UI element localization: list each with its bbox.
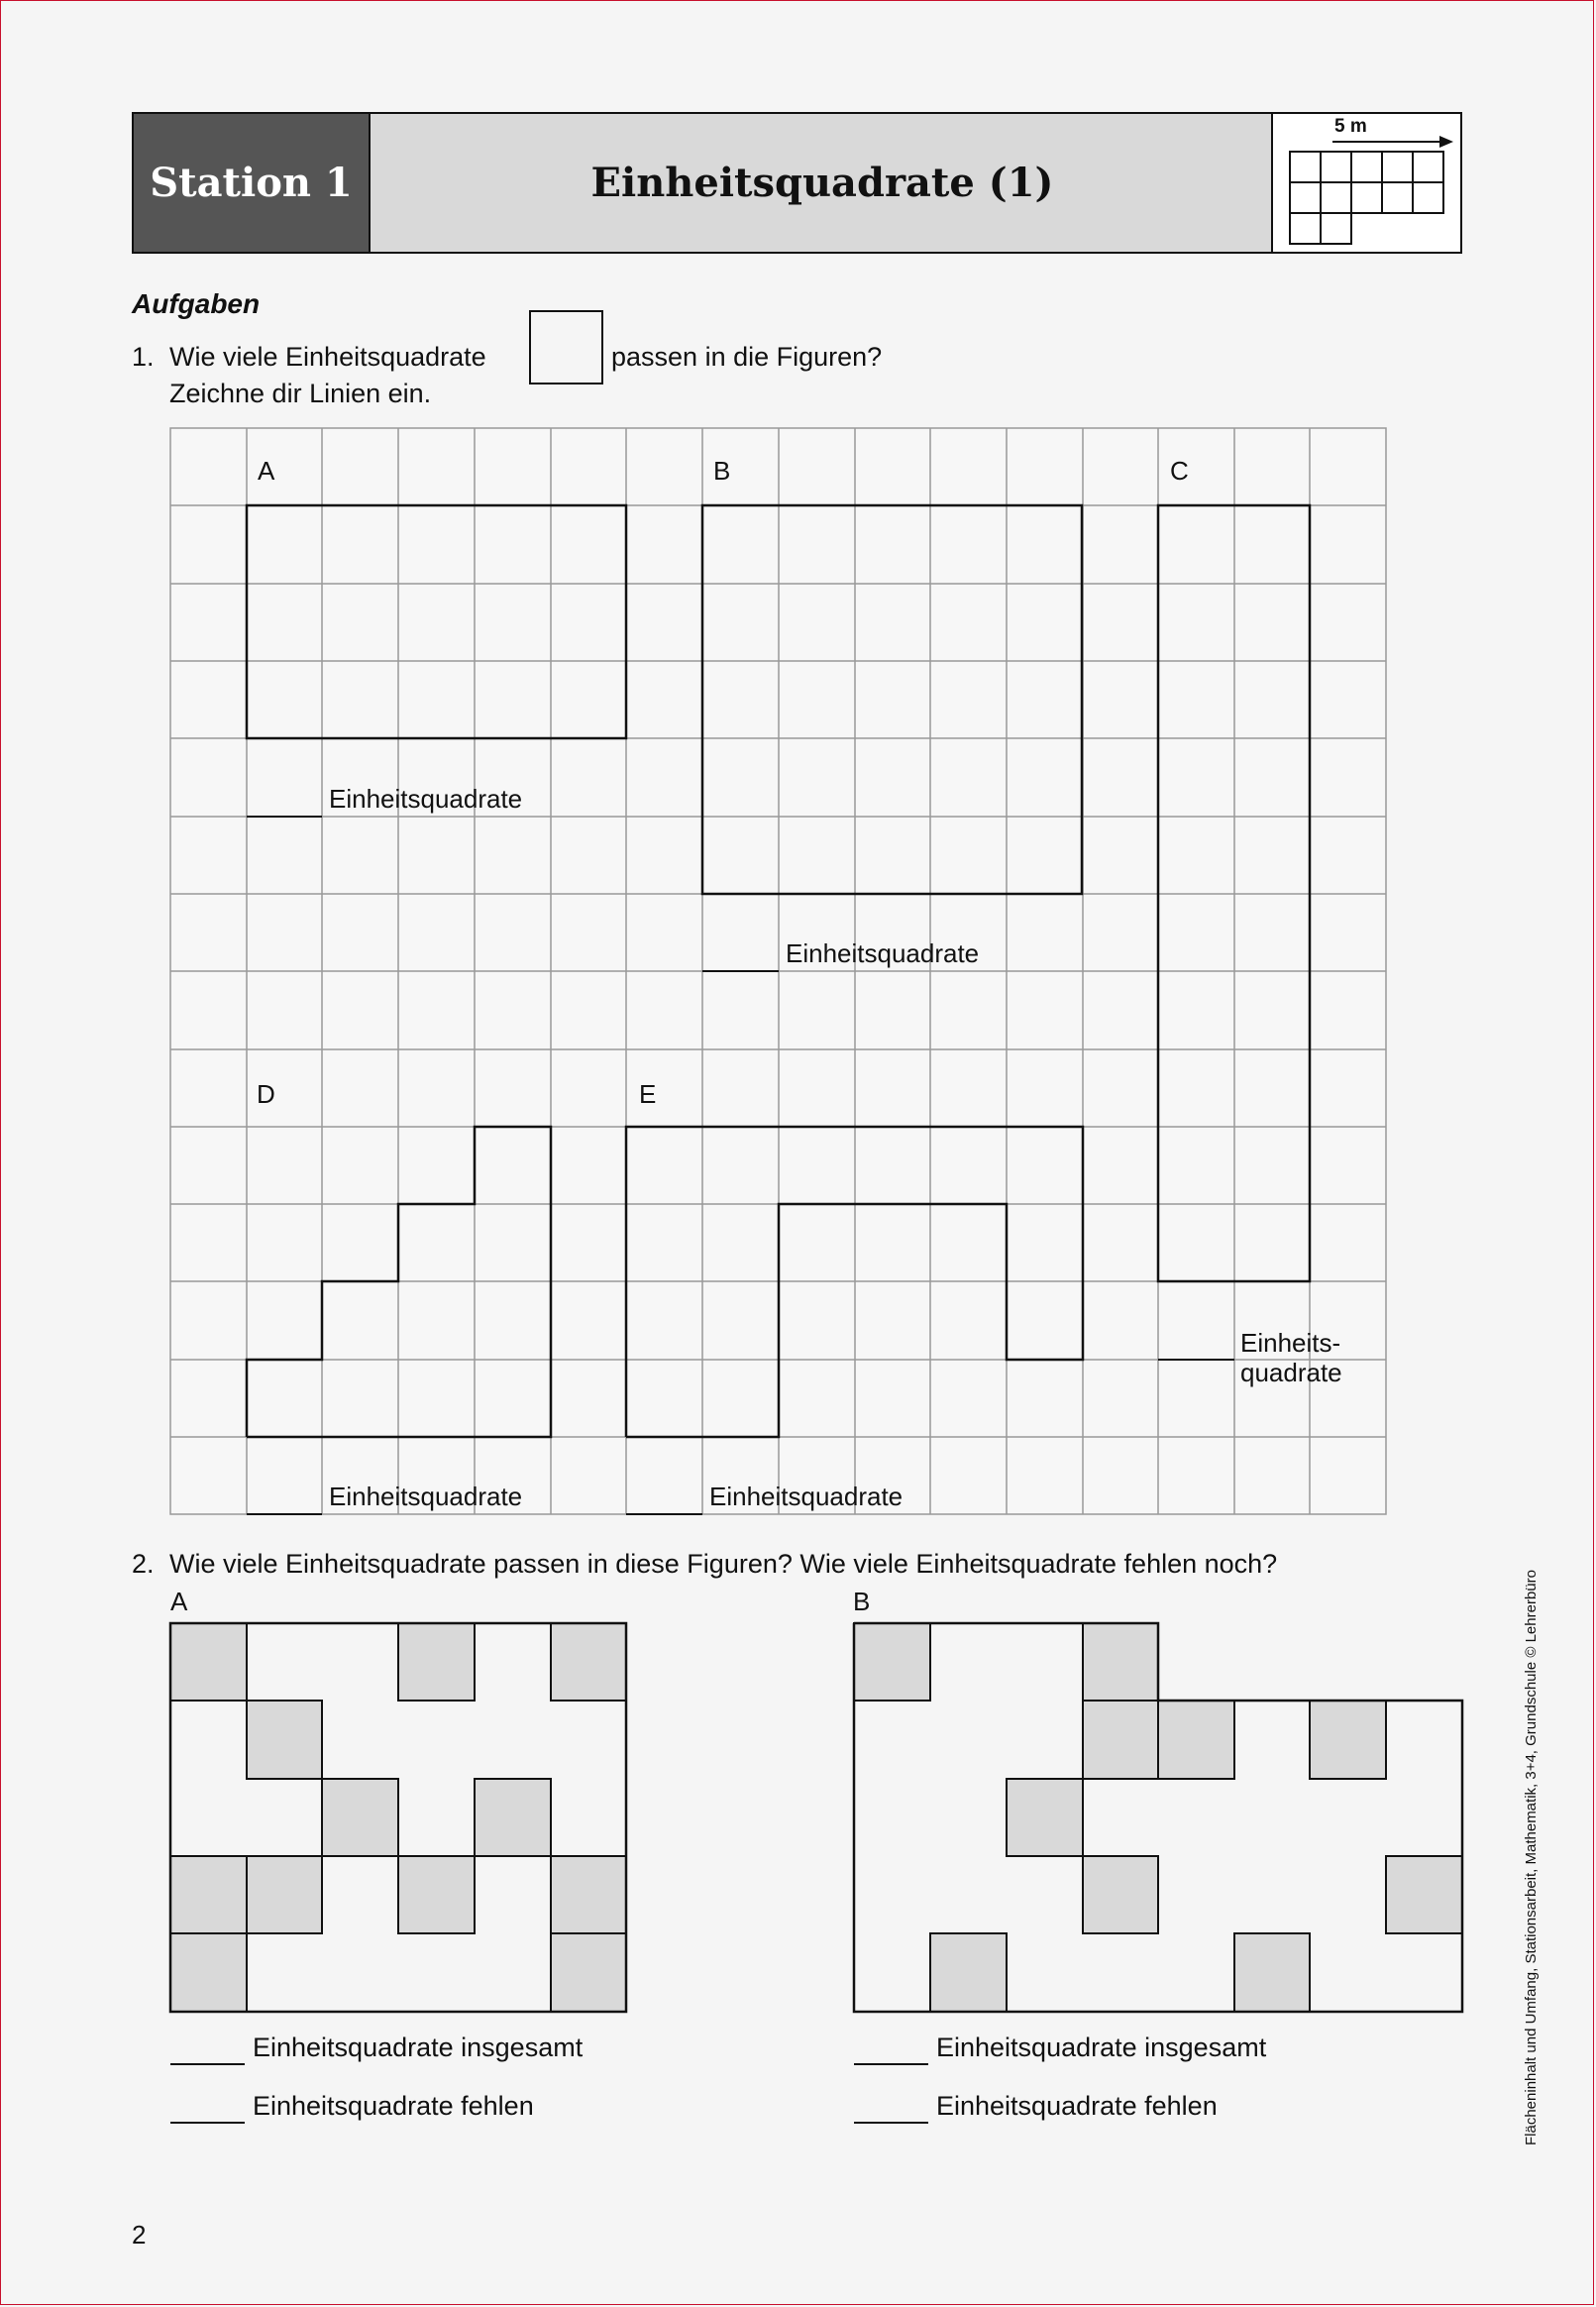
- task2-a-missing: Einheitsquadrate fehlen: [253, 2091, 534, 2121]
- arrow-grid-icon: [1289, 136, 1453, 245]
- figure-a-shape: [245, 503, 628, 740]
- figure-c-answer-1: Einheits-: [1240, 1328, 1341, 1358]
- figure-d-shape: [245, 1125, 553, 1439]
- figure-c-label: C: [1170, 456, 1189, 486]
- icon-label: 5 m: [1334, 116, 1367, 137]
- figure-a-label: A: [258, 456, 275, 486]
- unit-square-icon: [529, 310, 603, 384]
- five-meter-grid-icon: 5 m: [1271, 114, 1460, 252]
- task1-number: 1.: [132, 342, 155, 372]
- figure-e-answer: Einheitsquadrate: [709, 1482, 904, 1511]
- task2-a-total: Einheitsquadrate insgesamt: [253, 2032, 584, 2062]
- page-number: 2: [132, 2220, 147, 2250]
- task2-figure-a-shape: [168, 1621, 628, 2014]
- section-heading: Aufgaben: [132, 288, 261, 319]
- copyright-side-text: Flächeninhalt und Umfang, Stationsarbeit…: [1523, 1570, 1540, 2145]
- figure-c-shape: [1156, 503, 1312, 1283]
- task2-b-missing-blank[interactable]: [854, 2122, 928, 2124]
- station-label: Station 1: [134, 114, 371, 252]
- figure-e-label: E: [639, 1079, 657, 1109]
- task1-grid: [169, 427, 1387, 1515]
- figure-b-label: B: [713, 456, 731, 486]
- figure-c-answer-2: quadrate: [1240, 1358, 1342, 1387]
- task2-a-missing-blank[interactable]: [170, 2122, 245, 2124]
- task2-number: 2.: [132, 1549, 155, 1579]
- figure-d-label: D: [257, 1079, 275, 1109]
- task1-instruction: Zeichne dir Linien ein.: [169, 379, 432, 408]
- figure-a-answer: Einheitsquadrate: [329, 784, 523, 814]
- task1-text: Wie viele Einheitsquadrate: [169, 342, 486, 372]
- task2-text: Wie viele Einheitsquadrate passen in die…: [169, 1549, 1278, 1579]
- page-title: Einheitsquadrate (1): [590, 160, 1054, 206]
- task2-b-missing: Einheitsquadrate fehlen: [936, 2091, 1218, 2121]
- task2-b-total: Einheitsquadrate insgesamt: [936, 2032, 1267, 2062]
- station-header: Station 1 Einheitsquadrate (1) 5 m: [132, 112, 1462, 254]
- figure-e-shape: [624, 1125, 1085, 1439]
- task2-b-total-blank[interactable]: [854, 2063, 928, 2065]
- task2-figure-b-shape: [852, 1621, 1464, 2014]
- figure-d-answer: Einheitsquadrate: [329, 1482, 523, 1511]
- task1-text-after: passen in die Figuren?: [611, 342, 883, 372]
- task2-figure-b-label: B: [853, 1587, 871, 1616]
- task2-figure-a-label: A: [170, 1587, 188, 1616]
- figure-b-shape: [700, 503, 1084, 896]
- task2-a-total-blank[interactable]: [170, 2063, 245, 2065]
- figure-b-answer: Einheitsquadrate: [786, 938, 980, 968]
